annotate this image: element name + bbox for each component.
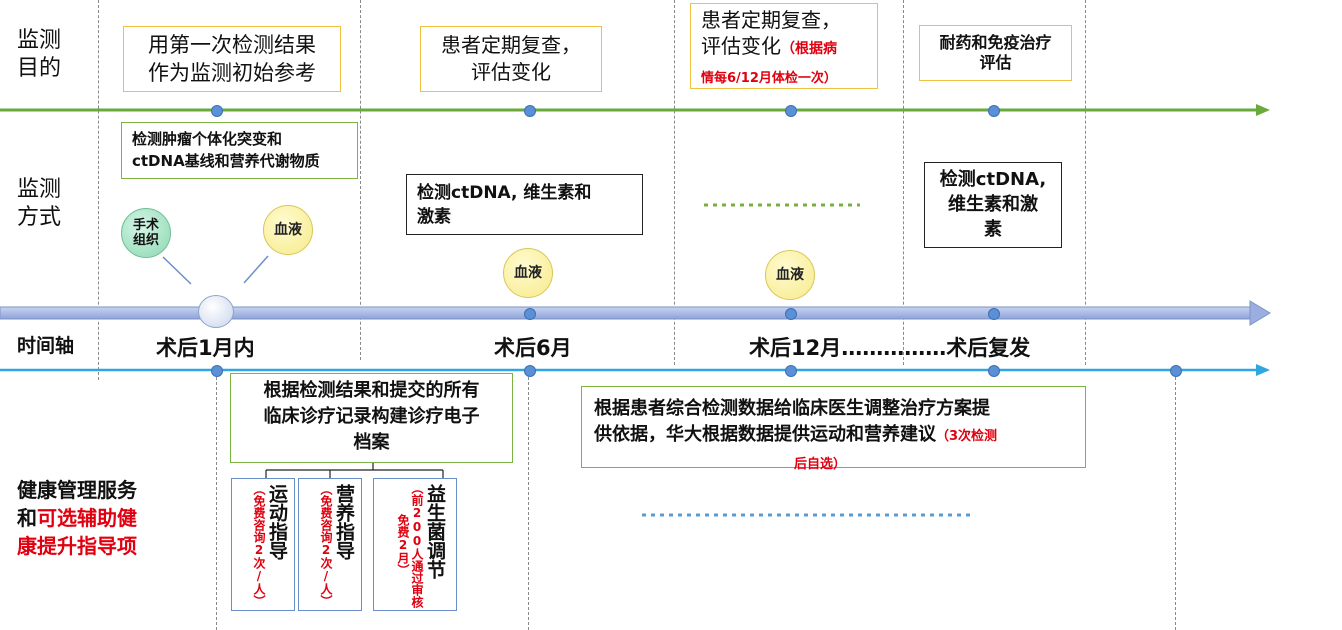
service-box-adjust-text: 根据患者综合检测数据给临床医生调整治疗方案提 供依据，华大根据数据提供运动和营养… — [594, 398, 990, 445]
row-label-purpose: 监测 目的 — [17, 28, 62, 81]
guide-line — [98, 0, 99, 380]
time-dot — [988, 365, 1000, 377]
purpose-box-recheck-note-b: 情每6/12月体检一次） — [701, 71, 837, 86]
method-box-baseline: 检测肿瘤个体化突变和 ctDNA基线和营养代谢物质 — [121, 122, 358, 179]
purpose-box-initial: 用第一次检测结果 作为监测初始参考 — [123, 26, 341, 92]
row-label-timeline: 时间轴 — [17, 335, 75, 357]
sample-blood-circle: 血液 — [263, 205, 313, 255]
connector-tissue — [162, 256, 192, 285]
guide-line — [528, 372, 529, 630]
purpose-dot — [211, 105, 223, 117]
sub-box-nutrition-main: 营养指导 — [333, 484, 355, 560]
method-dot — [988, 308, 1000, 320]
purpose-dot — [988, 105, 1000, 117]
service-line-2-black: 和 — [17, 506, 37, 530]
guide-line — [1085, 0, 1086, 365]
bracket — [265, 463, 444, 478]
service-line-2: 和可选辅助健 — [17, 504, 137, 532]
time-dot — [785, 365, 797, 377]
method-box-ctdna: 检测ctDNA, 维生素和 激素 — [406, 174, 643, 235]
sub-box-nutrition: 营养指导 （免费咨询2次/人） — [298, 478, 362, 611]
time-dot — [1170, 365, 1182, 377]
sub-box-probiotic-main: 益生菌调节 — [424, 484, 446, 579]
service-box-adjust-note-b: 后自选） — [794, 457, 847, 472]
time-axis — [0, 364, 1270, 376]
sub-box-exercise-note: （免费咨询2次/人） — [252, 483, 266, 607]
row-label-service: 健康管理服务 和可选辅助健 康提升指导项 — [17, 476, 137, 560]
purpose-dot — [785, 105, 797, 117]
sample-blood-circle: 血液 — [503, 248, 553, 298]
timeline-label-1m: 术后1月内 — [156, 336, 255, 360]
service-box-adjust: 根据患者综合检测数据给临床医生调整治疗方案提 供依据，华大根据数据提供运动和营养… — [581, 386, 1086, 472]
sub-box-exercise: 运动指导 （免费咨询2次/人） — [231, 478, 295, 611]
timeline-label-6m: 术后6月 — [494, 336, 572, 360]
sub-box-probiotic: 益生菌调节 （前200人通过审核免费2月） — [373, 478, 457, 611]
timeline-label-12m: 术后12月……………术后复发 — [749, 336, 1031, 360]
service-line-2-red: 可选辅助健 — [37, 506, 137, 530]
guide-line — [903, 0, 904, 365]
service-box-record: 根据检测结果和提交的所有 临床诊疗记录构建诊疗电子 档案 — [230, 373, 513, 463]
method-box-ctdna-later: 检测ctDNA, 维生素和激 素 — [924, 162, 1062, 248]
purpose-axis — [0, 104, 1270, 116]
sub-box-nutrition-note: （免费咨询2次/人） — [319, 483, 333, 607]
sub-box-exercise-main: 运动指导 — [266, 484, 288, 560]
service-box-adjust-note-a: （3次检测 — [936, 429, 998, 444]
sample-tissue-circle: 手术 组织 — [121, 208, 171, 258]
guide-line — [1175, 372, 1176, 630]
purpose-box-recheck-note-a: （根据病 — [781, 41, 837, 57]
method-axis — [0, 300, 1271, 326]
time-dot — [211, 365, 223, 377]
connector-blood — [243, 255, 269, 284]
purpose-box-recheck: 患者定期复查， 评估变化 — [420, 26, 602, 92]
method-dot — [785, 308, 797, 320]
guide-line — [216, 372, 217, 630]
purpose-box-recheck-periodic: 患者定期复查， 评估变化（根据病 情每6/12月体检一次） — [690, 3, 878, 89]
service-line-3: 康提升指导项 — [17, 534, 137, 558]
purpose-box-resistance: 耐药和免疫治疗 评估 — [919, 25, 1072, 81]
method-dot — [524, 308, 536, 320]
guide-line — [674, 0, 675, 365]
service-line-1: 健康管理服务 — [17, 478, 137, 502]
guide-line — [360, 0, 361, 360]
purpose-box-recheck-text: 患者定期复查， 评估变化 — [701, 8, 841, 58]
sample-blood-circle: 血液 — [765, 250, 815, 300]
sub-box-probiotic-note: （前200人通过审核免费2月） — [396, 482, 424, 608]
purpose-dot — [524, 105, 536, 117]
timeline-start-node — [198, 295, 234, 328]
row-label-method: 监测 方式 — [17, 177, 62, 230]
time-dot — [524, 365, 536, 377]
